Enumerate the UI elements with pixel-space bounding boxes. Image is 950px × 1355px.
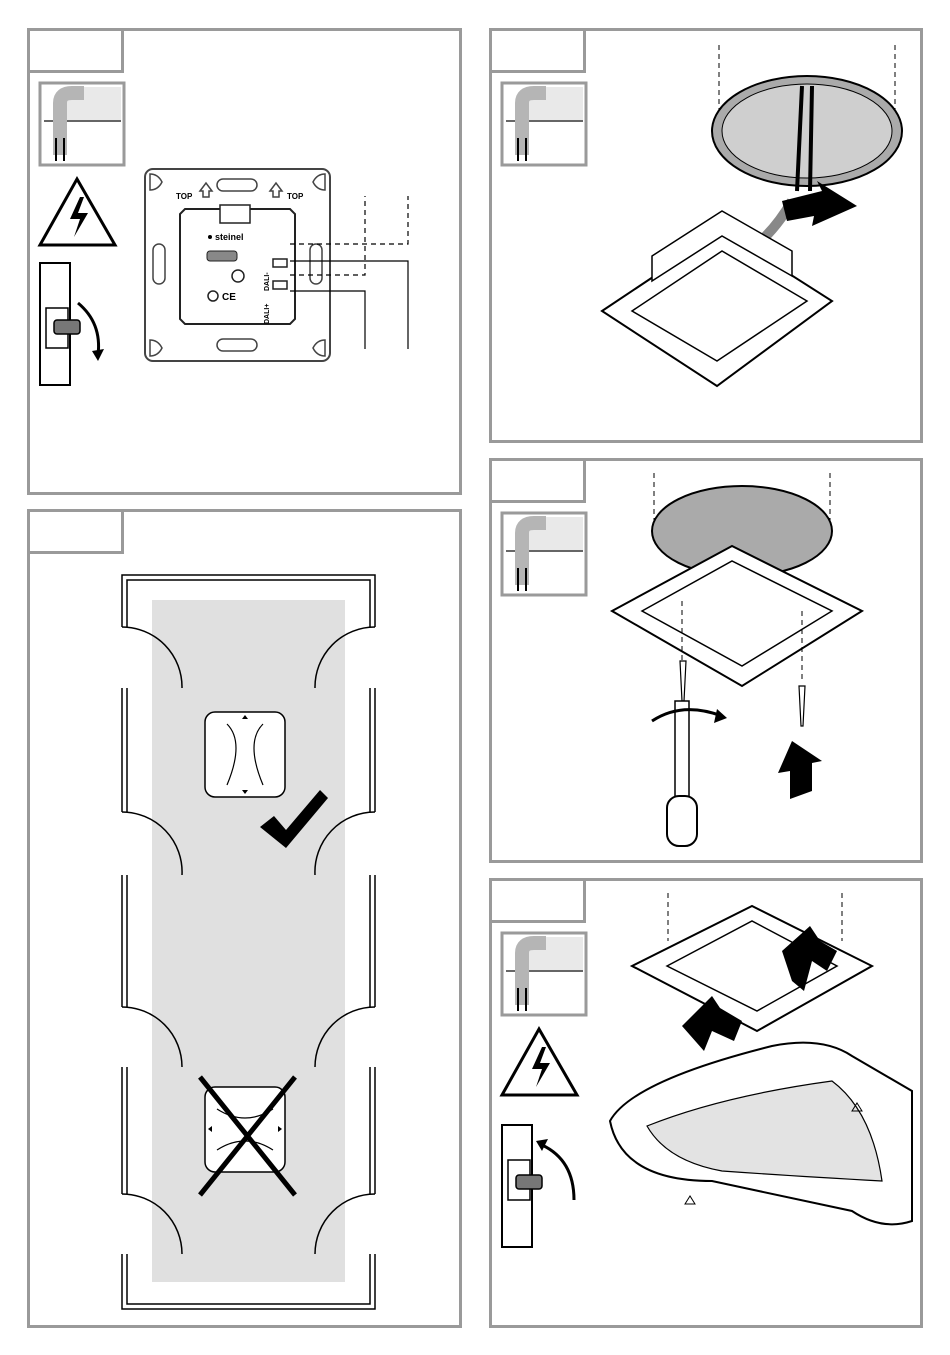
- high-voltage-warning-icon: [40, 179, 115, 245]
- panel-insert-cable: [489, 28, 923, 443]
- breaker-switch-off-icon: [40, 263, 104, 385]
- up-arrow: [778, 741, 822, 799]
- brand-label: steinel: [215, 232, 244, 242]
- insert-cable-diagram: [492, 31, 926, 446]
- wiring-diagram: TOP TOP steinel CE DALI- DALI+: [30, 31, 465, 498]
- sensor-cover: [610, 1043, 912, 1225]
- ceiling-cable-icon: [502, 513, 586, 595]
- screw-plate-diagram: [492, 461, 926, 866]
- screwdriver-icon: [667, 701, 697, 846]
- breaker-switch-on-icon: [502, 1125, 574, 1247]
- panel-wiring: TOP TOP steinel CE DALI- DALI+: [27, 28, 462, 495]
- sensor-correct: [205, 712, 285, 797]
- panel-orientation: [27, 509, 462, 1328]
- ceiling-cable-icon: [40, 83, 124, 165]
- dali-module-plate: TOP TOP steinel CE DALI- DALI+: [145, 169, 330, 361]
- orientation-diagram: [30, 512, 465, 1331]
- screw-left: [680, 661, 686, 701]
- screw-right: [799, 686, 805, 726]
- push-arrow: [782, 181, 857, 226]
- high-voltage-warning-icon: [502, 1029, 577, 1095]
- panel-screw-plate: [489, 458, 923, 863]
- mounting-plate: [602, 211, 832, 386]
- top-label-right: TOP: [287, 192, 304, 201]
- top-label-left: TOP: [176, 192, 193, 201]
- dali-minus-label: DALI-: [264, 272, 271, 291]
- ceiling-cable-icon: [502, 83, 586, 165]
- ceiling-box: [712, 76, 902, 191]
- corridor-area: [152, 600, 345, 1282]
- ceiling-cable-icon: [502, 933, 586, 1015]
- ce-mark: CE: [222, 292, 236, 303]
- attach-sensor-diagram: [492, 881, 926, 1331]
- dali-plus-label: DALI+: [264, 304, 271, 324]
- panel-attach-sensor: [489, 878, 923, 1328]
- mounting-plate: [612, 546, 862, 686]
